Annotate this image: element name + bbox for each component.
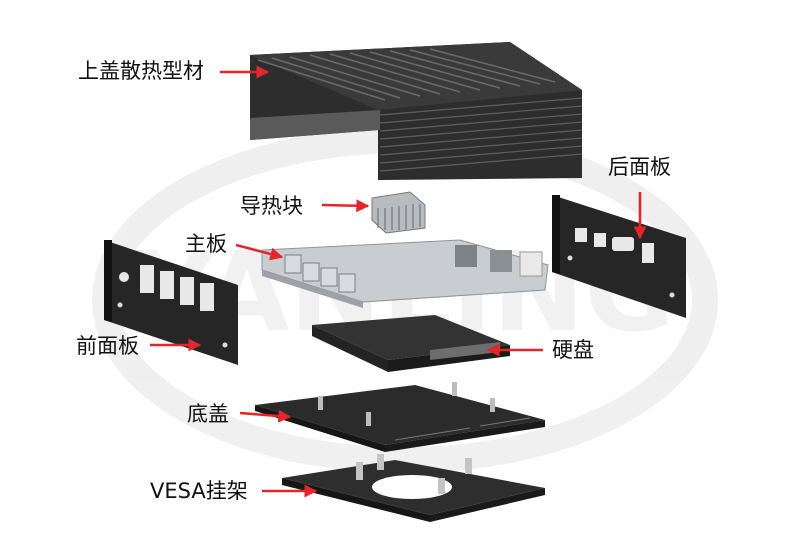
front-panel [104, 240, 238, 365]
rear-panel [552, 195, 686, 318]
arrow-bottom-cover [239, 409, 292, 423]
callout-arrows [150, 65, 647, 498]
label-heat-block: 导热块 [240, 194, 303, 218]
label-bottom-cover: 底盖 [187, 402, 229, 426]
label-top-cover: 上盖散热型材 [78, 59, 204, 83]
label-vesa-mount: VESA挂架 [150, 479, 248, 503]
arrow-heat-block [321, 199, 370, 213]
hard-disk [312, 315, 510, 372]
top-cover-heatsink [250, 42, 583, 180]
thermal-block [371, 191, 426, 234]
arrow-mainboard [235, 243, 284, 261]
label-hard-disk: 硬盘 [552, 338, 594, 362]
label-mainboard: 主板 [185, 232, 227, 256]
label-rear-panel: 后面板 [608, 155, 671, 179]
vesa-bracket [282, 454, 545, 522]
mainboard [261, 239, 549, 308]
label-front-panel: 前面板 [76, 334, 139, 358]
